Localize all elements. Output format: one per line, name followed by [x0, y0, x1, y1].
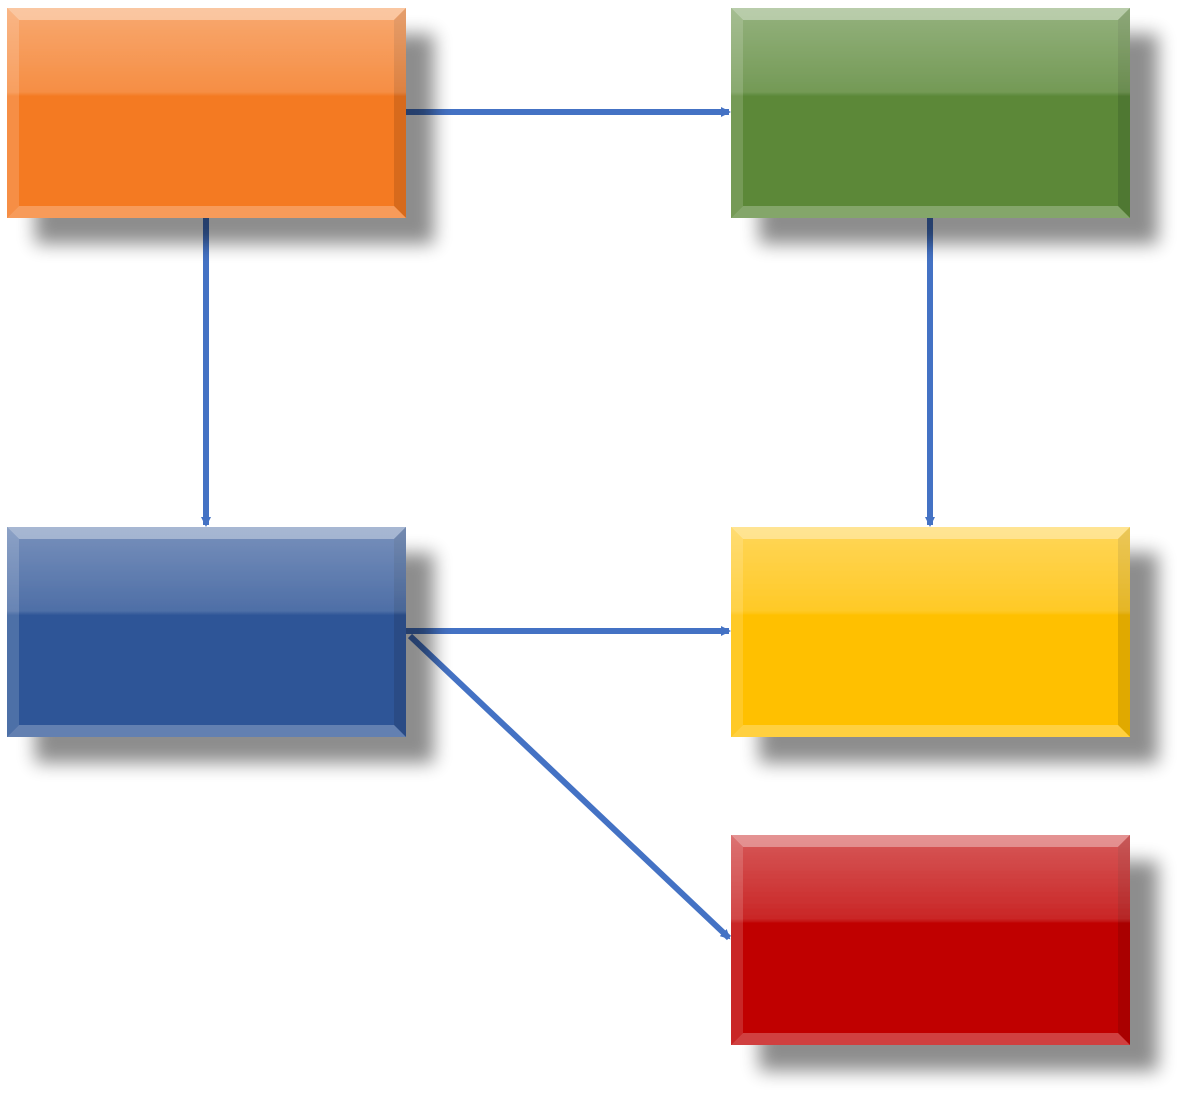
red-box-gloss [731, 835, 1130, 1045]
arrow-blue-box-to-red-box [407, 633, 732, 941]
green-box-gloss [731, 8, 1130, 218]
orange-box [7, 8, 406, 218]
blue-box-gloss [7, 527, 406, 737]
blue-box [7, 527, 406, 737]
green-box [731, 8, 1130, 218]
yellow-box-gloss [731, 527, 1130, 737]
nodes-layer [7, 8, 1130, 1045]
red-box [731, 835, 1130, 1045]
edges-layer [201, 107, 935, 941]
yellow-box [731, 527, 1130, 737]
orange-box-gloss [7, 8, 406, 218]
